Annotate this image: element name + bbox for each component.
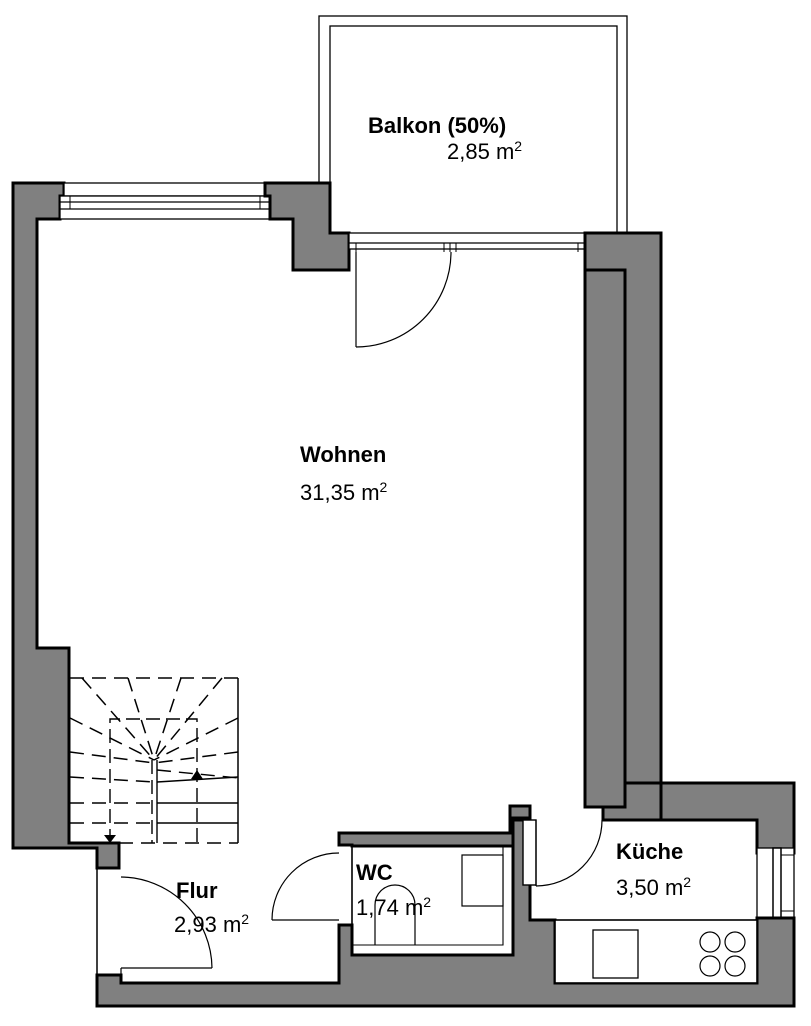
room-label-wc: WC 1,74 m2 [356, 860, 431, 921]
window-top-left [59, 182, 271, 220]
stair-down-arrow-icon [104, 835, 116, 843]
stair-up-arrow-icon [191, 770, 203, 779]
sink-icon [592, 929, 639, 979]
kitchen-door-swing[interactable] [535, 819, 603, 887]
room-name: Wohnen [300, 442, 387, 467]
room-area: 2,85 m2 [447, 138, 523, 164]
toilet-icon [374, 884, 416, 945]
wc-door-swing[interactable] [271, 852, 340, 921]
room-area: 3,50 m2 [616, 874, 692, 900]
room-area: 2,93 m2 [174, 911, 250, 937]
wall-left [11, 181, 121, 870]
wall-right [583, 231, 796, 855]
room-area: 31,35 m2 [300, 479, 388, 505]
washbasin-icon [461, 854, 504, 907]
balcony-door-swing[interactable] [355, 251, 452, 348]
room-name: Balkon (50%) [368, 113, 507, 138]
kitchen-door-jamb [522, 819, 537, 886]
wall-wc-top [337, 804, 532, 848]
wall-top-middle [263, 181, 351, 272]
room-label-balkon: Balkon (50%) 2,85 m2 [368, 113, 522, 165]
wc-fixtures [351, 845, 514, 956]
room-name: Flur [176, 878, 218, 903]
room-area: 1,74 m2 [356, 894, 432, 920]
entry-door-swing[interactable] [120, 876, 213, 975]
wall-kitchen-top [601, 781, 663, 822]
staircase [69, 677, 239, 844]
stove-icon [699, 931, 746, 977]
room-label-wohnen: Wohnen 31,35 m2 [300, 442, 387, 506]
window-kitchen [756, 847, 795, 919]
kitchen-counter [554, 919, 758, 984]
kitchen-fixtures [554, 919, 758, 984]
room-name: Küche [616, 839, 684, 864]
room-label-flur: Flur 2,93 m2 [174, 878, 249, 938]
balcony-door-frame [348, 232, 586, 252]
room-label-kueche: Küche 3,50 m2 [616, 839, 691, 901]
room-name: WC [356, 860, 393, 885]
